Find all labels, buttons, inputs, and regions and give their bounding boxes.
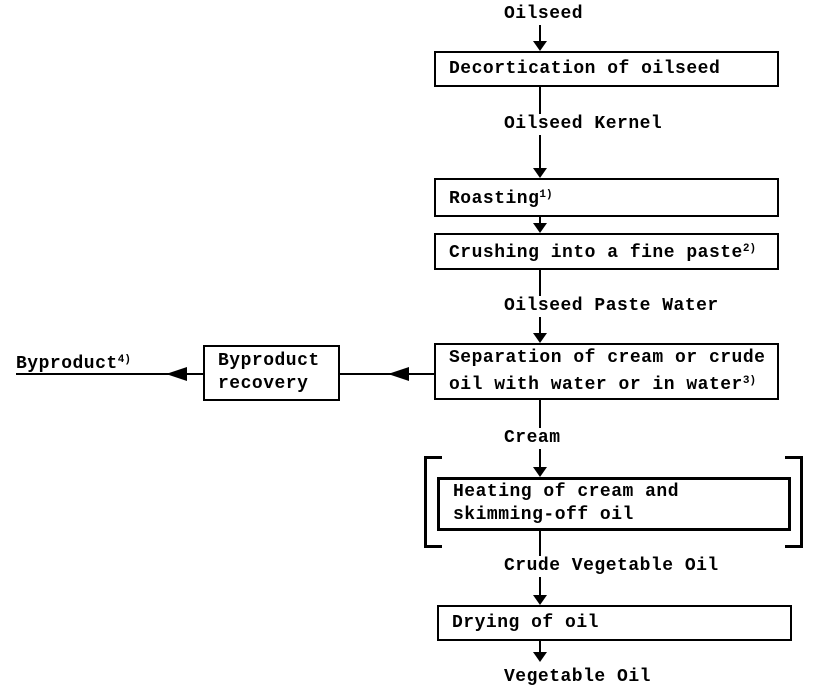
- box-decortication-text: Decortication of oilseed: [449, 58, 721, 79]
- label-oilseed-paste-water-text: Oilseed Paste Water: [504, 296, 719, 316]
- box-roasting-text: Roasting: [449, 189, 540, 209]
- box-drying: Drying of oil: [437, 605, 792, 641]
- box-byproduct-recovery-text2: recovery: [218, 374, 309, 394]
- box-separation-footnote-marker: 3): [742, 374, 757, 387]
- box-heating-text2: skimming-off oil: [453, 505, 634, 525]
- box-heating-line2: skimming-off oil: [453, 504, 788, 527]
- label-vegetable-oil: Vegetable Oil: [501, 667, 654, 688]
- box-byproduct-recovery-text1: Byproduct: [218, 351, 320, 371]
- box-drying-label: Drying of oil: [452, 612, 790, 635]
- label-oilseed-kernel-text: Oilseed Kernel: [504, 114, 663, 134]
- connector-roasting-to-crushing: [539, 217, 541, 224]
- label-oilseed-text: Oilseed: [504, 4, 584, 24]
- arrowhead-into-drying: [533, 595, 547, 605]
- arrowhead-into-heating: [533, 467, 547, 477]
- connector-separation-to-byproduct-recovery: [340, 373, 434, 375]
- arrowhead-into-roasting: [533, 168, 547, 178]
- connector-byproduct-recovery-to-byproduct: [16, 373, 203, 375]
- box-byproduct-recovery-line2: recovery: [218, 373, 338, 396]
- box-heating-line1: Heating of cream and: [453, 481, 788, 504]
- label-crude-vegetable-oil: Crude Vegetable Oil: [501, 556, 722, 577]
- label-oilseed-kernel: Oilseed Kernel: [501, 114, 666, 135]
- label-oilseed-paste-water: Oilseed Paste Water: [501, 296, 722, 317]
- arrowhead-into-byproduct-recovery: [388, 367, 409, 381]
- label-cream: Cream: [501, 428, 564, 449]
- arrowhead-into-decortication: [533, 41, 547, 51]
- box-crushing-text: Crushing into a fine paste: [449, 243, 743, 263]
- box-crushing-label: Crushing into a fine paste2): [449, 238, 777, 265]
- box-roasting-footnote-marker: 1): [539, 189, 553, 201]
- arrowhead-toward-vegetable-oil: [533, 652, 547, 662]
- box-roasting-label: Roasting1): [449, 184, 777, 211]
- left-bracket: [424, 456, 442, 548]
- label-cream-text: Cream: [504, 428, 561, 448]
- box-decortication-label: Decortication of oilseed: [449, 58, 777, 81]
- box-byproduct-recovery: Byproduct recovery: [203, 345, 340, 401]
- label-crude-vegetable-oil-text: Crude Vegetable Oil: [504, 556, 719, 576]
- box-decortication: Decortication of oilseed: [434, 51, 779, 87]
- arrowhead-into-separation: [533, 333, 547, 343]
- label-byproduct: Byproduct4): [16, 350, 131, 375]
- label-vegetable-oil-text: Vegetable Oil: [504, 667, 651, 687]
- box-separation: Separation of cream or crude oil with wa…: [434, 343, 779, 400]
- label-byproduct-footnote-marker: 4): [117, 354, 131, 366]
- box-heating: Heating of cream and skimming-off oil: [437, 477, 791, 531]
- arrowhead-into-crushing: [533, 223, 547, 233]
- box-separation-line1: Separation of cream or crude: [449, 347, 777, 370]
- box-separation-text1: Separation of cream or crude: [449, 347, 766, 368]
- arrowhead-toward-byproduct: [166, 367, 187, 381]
- box-drying-text: Drying of oil: [452, 612, 599, 633]
- box-byproduct-recovery-line1: Byproduct: [218, 350, 338, 373]
- label-byproduct-text: Byproduct: [16, 354, 118, 374]
- box-heating-text1: Heating of cream and: [453, 482, 680, 502]
- box-separation-text2: oil with water or in water: [449, 374, 743, 395]
- connector-oilseed-to-decortication: [539, 25, 541, 42]
- right-bracket: [785, 456, 803, 548]
- box-roasting: Roasting1): [434, 178, 779, 217]
- box-crushing: Crushing into a fine paste2): [434, 233, 779, 270]
- label-oilseed: Oilseed: [501, 4, 587, 25]
- connector-drying-to-vegetable-oil: [539, 641, 541, 653]
- box-crushing-footnote-marker: 2): [742, 243, 757, 255]
- box-separation-line2: oil with water or in water3): [449, 370, 777, 397]
